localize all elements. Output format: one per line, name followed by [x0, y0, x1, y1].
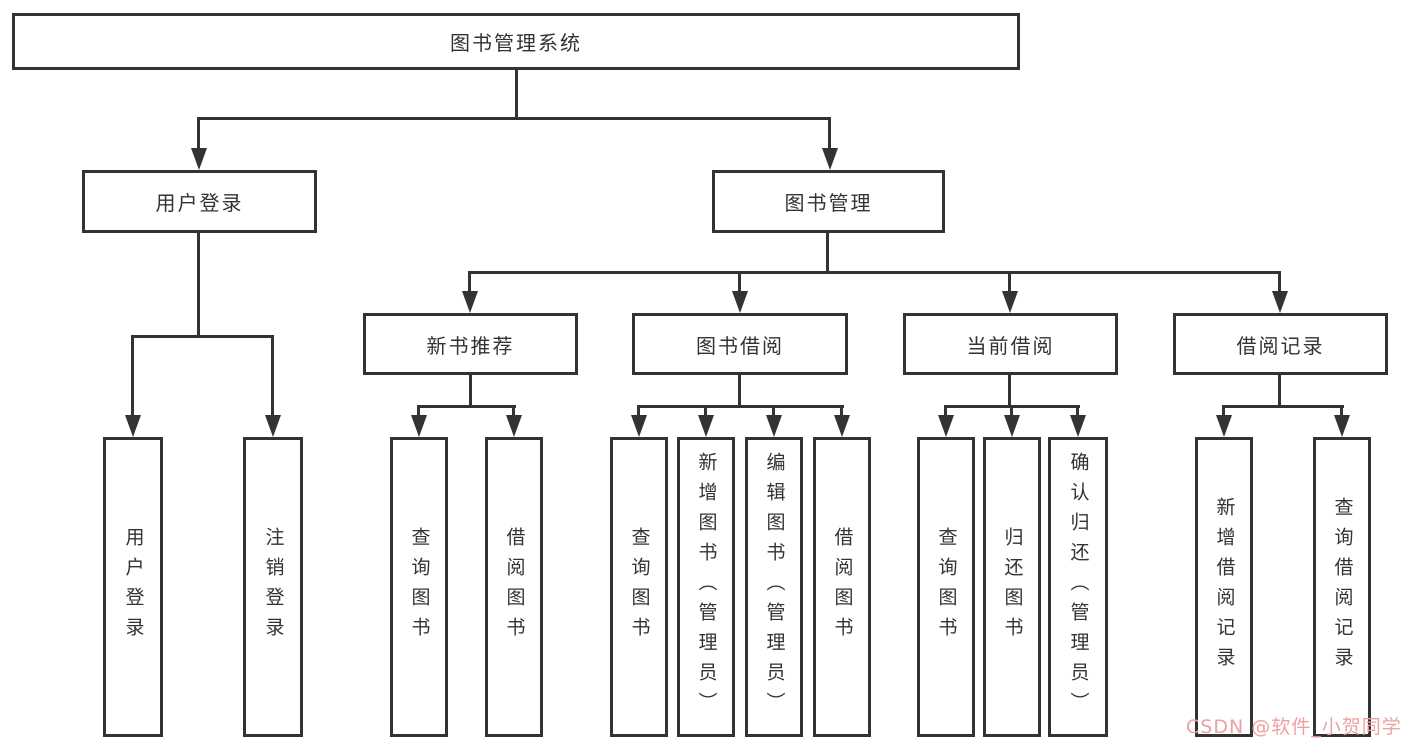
- leaf-confirm-return-admin-label: 确认归还（管理员）: [1067, 452, 1090, 722]
- leaf-borrow-books: 借阅图书: [813, 437, 871, 737]
- node-current-borrow: 当前借阅: [903, 313, 1118, 375]
- connector-line: [131, 335, 274, 338]
- arrow-down-icon: [1002, 291, 1018, 313]
- leaf-query-borrow-record-label: 查询借阅记录: [1331, 497, 1354, 677]
- node-book-borrow-label: 图书借阅: [696, 333, 784, 358]
- connector-line: [271, 335, 274, 415]
- leaf-query-books-recommend: 查询图书: [390, 437, 448, 737]
- arrow-down-icon: [1004, 415, 1020, 437]
- leaf-return-books: 归还图书: [983, 437, 1041, 737]
- node-new-book-recommend-label: 新书推荐: [426, 333, 515, 358]
- leaf-edit-books-admin: 编辑图书（管理员）: [745, 437, 803, 737]
- connector-line: [512, 405, 515, 419]
- connector-line: [197, 117, 831, 120]
- connector-line: [738, 271, 741, 293]
- connector-line: [828, 117, 831, 150]
- connector-line: [1222, 405, 1225, 419]
- arrow-down-icon: [125, 415, 141, 437]
- node-user-login: 用户登录: [82, 170, 317, 233]
- leaf-add-borrow-record-label: 新增借阅记录: [1213, 497, 1236, 677]
- arrow-down-icon: [834, 415, 850, 437]
- leaf-edit-books-admin-label: 编辑图书（管理员）: [763, 452, 786, 722]
- arrow-down-icon: [938, 415, 954, 437]
- connector-line: [1010, 405, 1013, 419]
- connector-line: [738, 375, 741, 407]
- arrow-down-icon: [462, 291, 478, 313]
- connector-line: [469, 375, 472, 407]
- connector-line: [1008, 375, 1011, 407]
- leaf-confirm-return-admin: 确认归还（管理员）: [1048, 437, 1108, 737]
- watermark: CSDN @软件_小贺同学: [1186, 716, 1402, 738]
- arrow-down-icon: [265, 415, 281, 437]
- arrow-down-icon: [1272, 291, 1288, 313]
- connector-line: [515, 70, 518, 117]
- leaf-query-borrow-record: 查询借阅记录: [1313, 437, 1371, 737]
- node-book-borrow: 图书借阅: [632, 313, 848, 375]
- arrow-down-icon: [506, 415, 522, 437]
- leaf-query-books-recommend-label: 查询图书: [408, 527, 431, 647]
- connector-line: [1340, 405, 1343, 419]
- node-root: 图书管理系统: [12, 13, 1020, 70]
- leaf-add-books-admin: 新增图书（管理员）: [677, 437, 735, 737]
- connector-line: [131, 335, 134, 415]
- node-book-management: 图书管理: [712, 170, 945, 233]
- connector-line: [197, 233, 200, 337]
- leaf-user-login-label: 用户登录: [122, 527, 145, 647]
- leaf-logout-label: 注销登录: [262, 527, 285, 647]
- leaf-add-borrow-record: 新增借阅记录: [1195, 437, 1253, 737]
- arrow-down-icon: [766, 415, 782, 437]
- leaf-user-login: 用户登录: [103, 437, 163, 737]
- leaf-query-books-current: 查询图书: [917, 437, 975, 737]
- leaf-borrow-books-recommend: 借阅图书: [485, 437, 543, 737]
- leaf-return-books-label: 归还图书: [1001, 527, 1024, 647]
- connector-line: [468, 271, 1281, 274]
- node-user-login-label: 用户登录: [155, 191, 244, 215]
- connector-line: [417, 405, 516, 408]
- leaf-borrow-books-recommend-label: 借阅图书: [503, 527, 526, 647]
- leaf-logout: 注销登录: [243, 437, 303, 737]
- arrow-down-icon: [1070, 415, 1086, 437]
- arrow-down-icon: [191, 148, 207, 170]
- arrow-down-icon: [698, 415, 714, 437]
- connector-line: [772, 405, 775, 419]
- node-new-book-recommend: 新书推荐: [363, 313, 578, 375]
- connector-line: [417, 405, 420, 419]
- leaf-query-books-current-label: 查询图书: [935, 527, 958, 647]
- connector-line: [826, 233, 829, 273]
- node-current-borrow-label: 当前借阅: [966, 333, 1055, 358]
- leaf-query-books-borrow: 查询图书: [610, 437, 668, 737]
- connector-line: [944, 405, 947, 419]
- node-borrow-records-label: 借阅记录: [1236, 333, 1325, 358]
- connector-line: [1222, 405, 1344, 408]
- connector-line: [637, 405, 640, 419]
- arrow-down-icon: [631, 415, 647, 437]
- arrow-down-icon: [732, 291, 748, 313]
- arrow-down-icon: [411, 415, 427, 437]
- arrow-down-icon: [1334, 415, 1350, 437]
- connector-line: [704, 405, 707, 419]
- leaf-add-books-admin-label: 新增图书（管理员）: [695, 452, 718, 722]
- connector-line: [840, 405, 843, 419]
- leaf-borrow-books-label: 借阅图书: [831, 527, 854, 647]
- node-book-management-label: 图书管理: [784, 191, 873, 215]
- connector-line: [468, 271, 471, 293]
- arrow-down-icon: [1216, 415, 1232, 437]
- connector-line: [1278, 375, 1281, 407]
- leaf-query-books-borrow-label: 查询图书: [628, 527, 651, 647]
- node-borrow-records: 借阅记录: [1173, 313, 1388, 375]
- connector-line: [1008, 271, 1011, 293]
- connector-line: [1076, 405, 1079, 419]
- arrow-down-icon: [822, 148, 838, 170]
- connector-line: [1278, 271, 1281, 293]
- connector-line: [637, 405, 844, 408]
- node-root-label: 图书管理系统: [450, 31, 582, 55]
- connector-line: [197, 117, 200, 150]
